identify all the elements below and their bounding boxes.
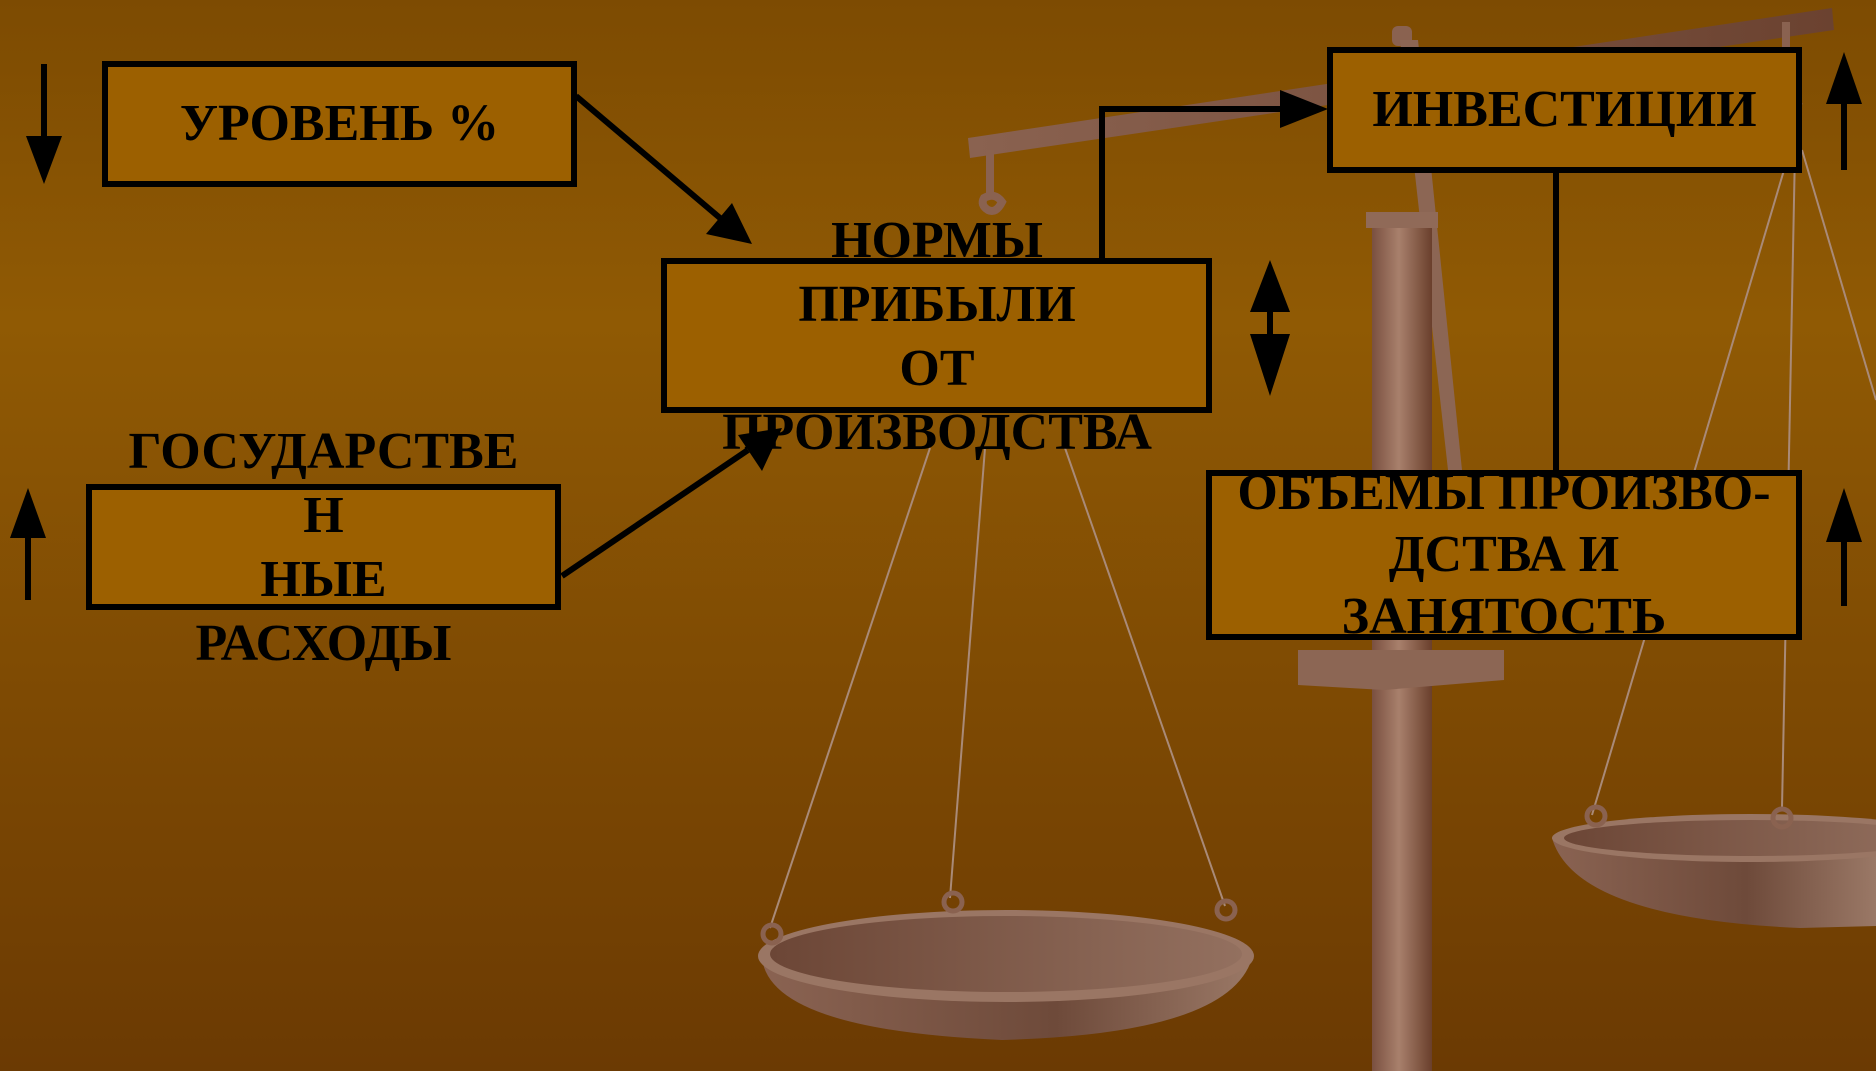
arrowhead-spending-to-profit	[738, 428, 782, 471]
left-pan-strings	[769, 447, 1226, 929]
balance-scale-illustration	[758, 8, 1876, 1071]
left-hook	[978, 150, 1007, 215]
right-scale-pan	[1552, 804, 1876, 928]
interest-rate-box	[102, 61, 577, 187]
investments-label: ИНВЕСТИЦИИ	[1372, 81, 1757, 138]
government-spending-label: ГОСУДАРСТВЕ Н НЫЕ РАСХОДЫ	[128, 423, 519, 672]
investments-box	[1327, 47, 1802, 173]
interest-rate-label: УРОВЕНЬ %	[179, 95, 500, 152]
profit-norms-updown-arrow	[1250, 260, 1290, 396]
arrowheads	[706, 90, 1328, 471]
arrow-interest-to-profit	[574, 93, 722, 221]
arrowhead-interest-to-profit	[706, 203, 752, 244]
arrowhead-profit-to-investments	[1280, 90, 1328, 128]
scale-pole	[1372, 212, 1432, 1071]
output-employment-box	[1206, 470, 1802, 640]
trend-arrows	[10, 52, 1862, 606]
arrow-spending-to-profit	[560, 447, 750, 579]
profit-norms-box	[661, 258, 1212, 413]
interest-rate-down-arrow	[26, 64, 62, 184]
scale-pole-cap	[1366, 212, 1438, 228]
arrow-profit-to-investments	[1099, 106, 1288, 258]
left-scale-pan	[758, 890, 1254, 1040]
connectors	[560, 93, 1559, 579]
profit-norms-label: НОРМЫ ПРИБЫЛИ ОТ ПРОИЗВОДСТВА	[722, 212, 1152, 461]
investments-up-arrow	[1826, 52, 1862, 170]
scale-base	[1298, 650, 1504, 690]
output-employment-label: ОБЪЕМЫ ПРОИЗВО- ДСТВА И ЗАНЯТОСТЬ	[1237, 464, 1771, 645]
government-spending-up-arrow	[10, 488, 46, 600]
government-spending-box	[86, 484, 561, 610]
output-employment-up-arrow	[1826, 488, 1862, 606]
